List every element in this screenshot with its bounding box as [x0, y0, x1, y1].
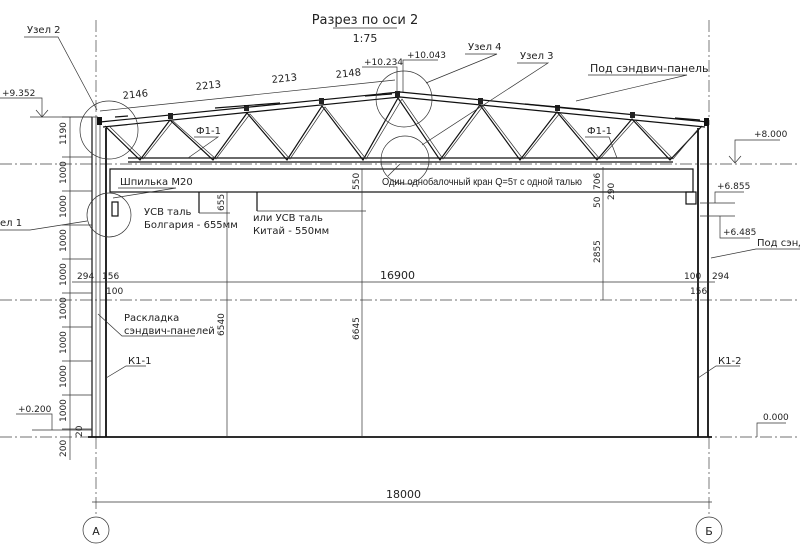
span-dimensions: 294 156 100 16900 100 294 156 550 6645 6…: [72, 167, 729, 503]
roof-truss: [99, 91, 709, 163]
svg-text:655: 655: [217, 194, 227, 211]
panel-layout-line2: сэндвич-панелей: [124, 326, 215, 337]
elevation-marks: +9.352 +10.234 +10.043 +8.000 +6.855 +6.…: [0, 51, 789, 437]
wall-panel-label: Под сэндв: [757, 238, 800, 249]
svg-text:156: 156: [690, 287, 707, 297]
svg-text:1000: 1000: [59, 229, 69, 252]
panel-layout-line1: Раскладка: [124, 313, 179, 324]
svg-text:1000: 1000: [59, 297, 69, 320]
node2-label: Узел 2: [27, 25, 61, 36]
hoist-option1-line2: Болгария - 655мм: [144, 220, 238, 231]
svg-text:2146: 2146: [122, 88, 148, 102]
node3-label: Узел 3: [520, 51, 554, 62]
crane-bridge: [109, 168, 697, 217]
svg-text:6540: 6540: [217, 313, 227, 336]
svg-text:6645: 6645: [352, 317, 362, 340]
svg-text:1000: 1000: [59, 331, 69, 354]
svg-text:2213: 2213: [271, 72, 297, 86]
node2-circle: [79, 100, 139, 160]
crane-label: Один однобалочный кран Q=5т с одной таль…: [382, 176, 582, 188]
svg-text:+0.200: +0.200: [18, 405, 52, 415]
svg-text:+6.855: +6.855: [717, 182, 750, 192]
svg-text:2855: 2855: [593, 240, 603, 263]
svg-text:294: 294: [77, 272, 94, 282]
svg-text:100: 100: [106, 287, 123, 297]
node1-label: ел 1: [0, 218, 22, 229]
svg-text:20: 20: [75, 425, 85, 437]
hoist-option1-line1: УСВ таль: [144, 207, 191, 218]
axis-marker-b: Б: [695, 516, 723, 544]
svg-text:+8.000: +8.000: [754, 130, 788, 140]
node1-circle: [86, 192, 132, 238]
hoist-option2-line1: или УСВ таль: [253, 213, 323, 224]
roof-panel-label: Под сэндвич-панель: [590, 62, 709, 75]
column-right-label: К1-2: [718, 356, 741, 367]
svg-text:1000: 1000: [59, 161, 69, 184]
svg-text:0.000: 0.000: [763, 413, 789, 423]
svg-text:2213: 2213: [195, 79, 221, 93]
axis-marker-a: А: [82, 516, 110, 544]
truss-right-label: Ф1-1: [587, 126, 612, 137]
svg-text:200: 200: [59, 440, 69, 457]
svg-text:А: А: [92, 525, 100, 538]
column-left: [91, 117, 107, 437]
svg-text:+9.352: +9.352: [2, 89, 35, 99]
drawing-title: Разрез по оси 2: [312, 13, 419, 28]
svg-text:1190: 1190: [59, 122, 69, 145]
svg-text:+6.485: +6.485: [723, 228, 756, 238]
hoist-option2-line2: Китай - 550мм: [253, 226, 329, 237]
stud-label: Шпилька М20: [120, 177, 193, 188]
node3-circle: [380, 135, 430, 185]
svg-text:50: 50: [593, 196, 603, 208]
node4-circle: [375, 70, 433, 128]
svg-text:1000: 1000: [59, 399, 69, 422]
drawing-scale: 1:75: [353, 32, 378, 45]
column-left-label: К1-1: [128, 356, 151, 367]
node4-label: Узел 4: [468, 42, 502, 53]
left-dimension-chain: 1190 1000 1000 1000 1000 1000 1000 1000 …: [59, 116, 92, 460]
svg-text:100: 100: [684, 272, 701, 282]
svg-text:294: 294: [712, 272, 729, 282]
svg-text:550: 550: [352, 173, 362, 190]
svg-text:+10.234: +10.234: [364, 58, 403, 68]
svg-text:18000: 18000: [386, 488, 421, 501]
svg-text:+10.043: +10.043: [407, 51, 446, 61]
svg-text:706: 706: [593, 173, 603, 190]
svg-text:Б: Б: [705, 525, 713, 538]
truss-left-label: Ф1-1: [196, 126, 221, 137]
svg-text:1000: 1000: [59, 263, 69, 286]
svg-text:1000: 1000: [59, 365, 69, 388]
svg-text:16900: 16900: [380, 269, 415, 282]
top-dimensions: 2146 2213 2213 2148: [99, 67, 396, 112]
svg-text:290: 290: [607, 183, 617, 200]
svg-text:1000: 1000: [59, 195, 69, 218]
svg-text:156: 156: [102, 272, 119, 282]
svg-text:2148: 2148: [335, 67, 361, 81]
